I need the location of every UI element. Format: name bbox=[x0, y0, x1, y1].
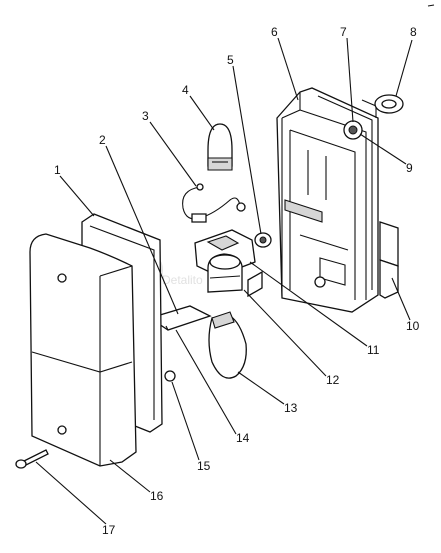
small-screw bbox=[164, 370, 176, 382]
callout-9: 9 bbox=[406, 161, 413, 175]
corner-mark bbox=[427, 4, 435, 7]
callout-6: 6 bbox=[271, 25, 278, 39]
housing-grommet bbox=[343, 120, 363, 140]
mounting-bracket bbox=[379, 221, 399, 299]
callout-12: 12 bbox=[326, 373, 340, 387]
small-bulb bbox=[207, 123, 233, 171]
callout-3: 3 bbox=[142, 109, 149, 123]
washer bbox=[254, 232, 272, 248]
callout-10: 10 bbox=[406, 319, 420, 333]
callout-4: 4 bbox=[182, 83, 189, 97]
callout-17: 17 bbox=[102, 523, 116, 537]
housing bbox=[276, 87, 379, 313]
callout-5: 5 bbox=[227, 53, 234, 67]
callout-15: 15 bbox=[197, 459, 211, 473]
leader-lines bbox=[35, 37, 413, 525]
callout-2: 2 bbox=[99, 133, 106, 147]
callout-7: 7 bbox=[340, 25, 347, 39]
watermark-text: Detalito bbox=[162, 273, 203, 287]
callout-labels: 1 2 3 4 5 6 7 8 9 10 11 12 13 14 15 16 1… bbox=[54, 25, 420, 537]
callout-11: 11 bbox=[367, 343, 380, 357]
screw bbox=[15, 449, 49, 469]
large-bulb bbox=[208, 311, 247, 379]
callout-8: 8 bbox=[410, 25, 417, 39]
callout-16: 16 bbox=[150, 489, 164, 503]
ring-seal bbox=[374, 94, 404, 114]
callout-1: 1 bbox=[54, 163, 61, 177]
lens bbox=[29, 233, 137, 467]
callout-13: 13 bbox=[284, 401, 298, 415]
callout-14: 14 bbox=[236, 431, 250, 445]
bulb-socket bbox=[194, 229, 263, 298]
wire-jumper bbox=[182, 183, 246, 223]
